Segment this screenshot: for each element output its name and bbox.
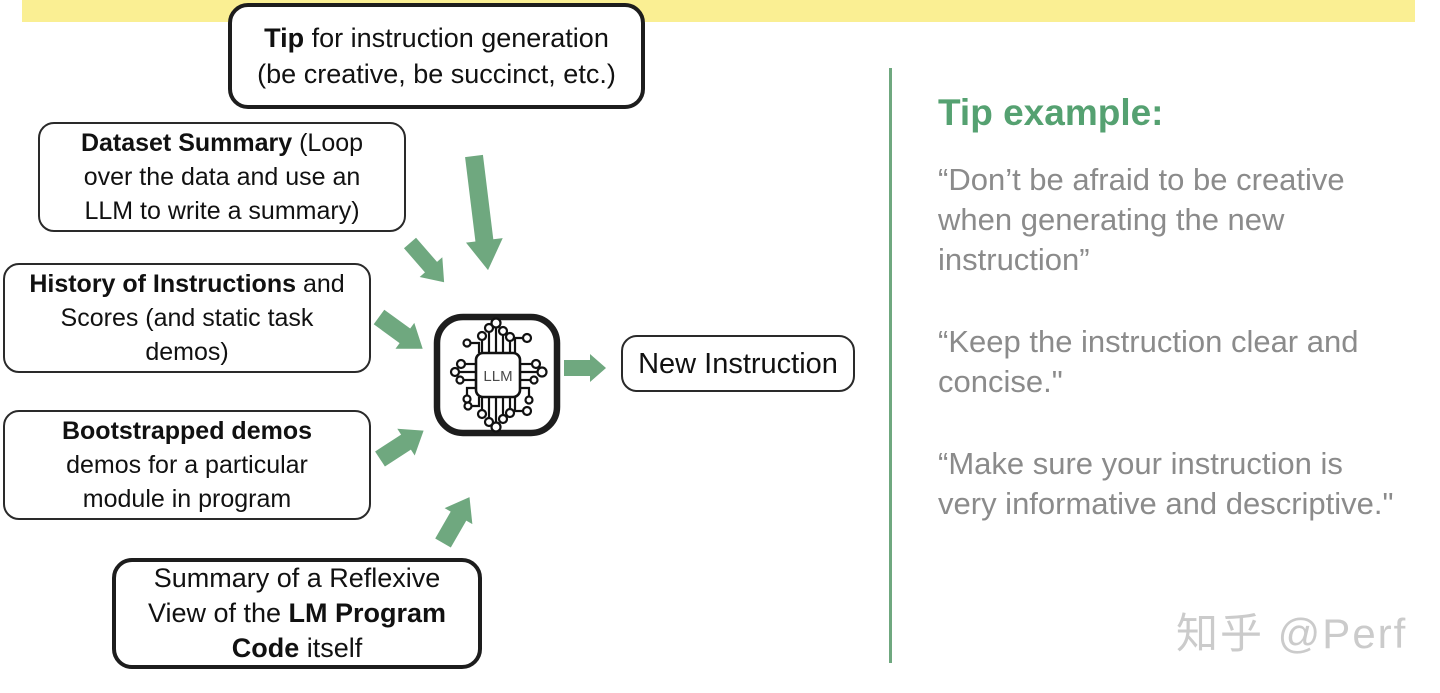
bootstrapped-demos-box: Bootstrapped demos demos for a particula… <box>3 410 371 520</box>
summary-box-line2-pre: View of the <box>147 598 289 628</box>
bootstrap-box-line1: Bootstrapped demos <box>62 414 312 448</box>
dataset-box-line2: over the data and use an <box>83 163 361 191</box>
zhihu-watermark: 知乎 @Perf <box>1176 610 1408 657</box>
arrow-history-to-llm <box>373 309 423 349</box>
llm-chip: LLM <box>432 312 562 438</box>
new-instruction-box: New Instruction <box>621 335 855 392</box>
summary-box-line3-rest: itself <box>299 633 363 663</box>
dataset-box-line1: Dataset Summary (Loop <box>81 126 363 160</box>
tip-box-line1-rest: for instruction generation <box>304 23 609 53</box>
history-box-line1-rest: and <box>296 270 345 298</box>
history-box-line1: History of Instructions and <box>29 267 344 301</box>
tip-quote-3: “Make sure your instruction is very info… <box>938 446 1394 521</box>
summary-box-line2: View of the LM Program <box>148 596 446 631</box>
summary-box-line2-bold: LM Program <box>288 598 447 628</box>
arrow-llm-to-output <box>564 354 606 382</box>
tip-box-line2: (be creative, be succinct, etc.) <box>257 59 616 89</box>
llm-chip-icon: LLM <box>433 313 561 437</box>
dataset-summary-box: Dataset Summary (Loop over the data and … <box>38 122 406 232</box>
arrows-layer <box>373 154 606 548</box>
summary-box-line3: Code itself <box>232 631 363 666</box>
arrow-dataset-to-llm <box>403 237 445 283</box>
tip-quote-1: “Don’t be afraid to be creative when gen… <box>938 162 1345 277</box>
history-box-line2: Scores (and static task <box>60 304 314 332</box>
summary-box-line1: Summary of a Reflexive <box>153 563 441 593</box>
bootstrap-box-line1-bold: Bootstrapped demos <box>61 417 313 445</box>
tip-box-line1: Tip for instruction generation <box>264 20 609 56</box>
tip-example-panel: Tip example: “Don’t be afraid to be crea… <box>938 88 1400 566</box>
history-box-line1-bold: History of Instructions <box>29 270 296 298</box>
new-instruction-label: New Instruction <box>638 347 838 380</box>
arrow-bootstrap-to-llm <box>375 428 424 467</box>
history-box-line3: demos) <box>145 338 229 366</box>
llm-chip-label: LLM <box>483 368 512 385</box>
bootstrap-box-line3: module in program <box>82 485 292 513</box>
vertical-divider <box>889 68 892 663</box>
tip-box-line1-bold: Tip <box>264 23 305 53</box>
dataset-box-line1-bold: Dataset Summary <box>80 129 293 157</box>
dataset-box-line3: LLM to write a summary) <box>84 197 360 225</box>
arrow-tipbox-to-llm <box>465 154 503 271</box>
arrow-summary-to-llm <box>435 497 473 548</box>
tip-example-heading: Tip example: <box>938 92 1164 133</box>
reflexive-view-summary-box: Summary of a Reflexive View of the LM Pr… <box>112 558 482 669</box>
dataset-box-line1-rest: (Loop <box>292 129 364 157</box>
bootstrap-box-line2: demos for a particular <box>66 451 308 479</box>
tip-quote-2: “Keep the instruction clear and concise.… <box>938 324 1359 399</box>
history-of-instructions-box: History of Instructions and Scores (and … <box>3 263 371 373</box>
summary-box-line3-bold: Code <box>231 633 300 663</box>
tip-for-instruction-generation-box: Tip for instruction generation (be creat… <box>228 3 645 109</box>
